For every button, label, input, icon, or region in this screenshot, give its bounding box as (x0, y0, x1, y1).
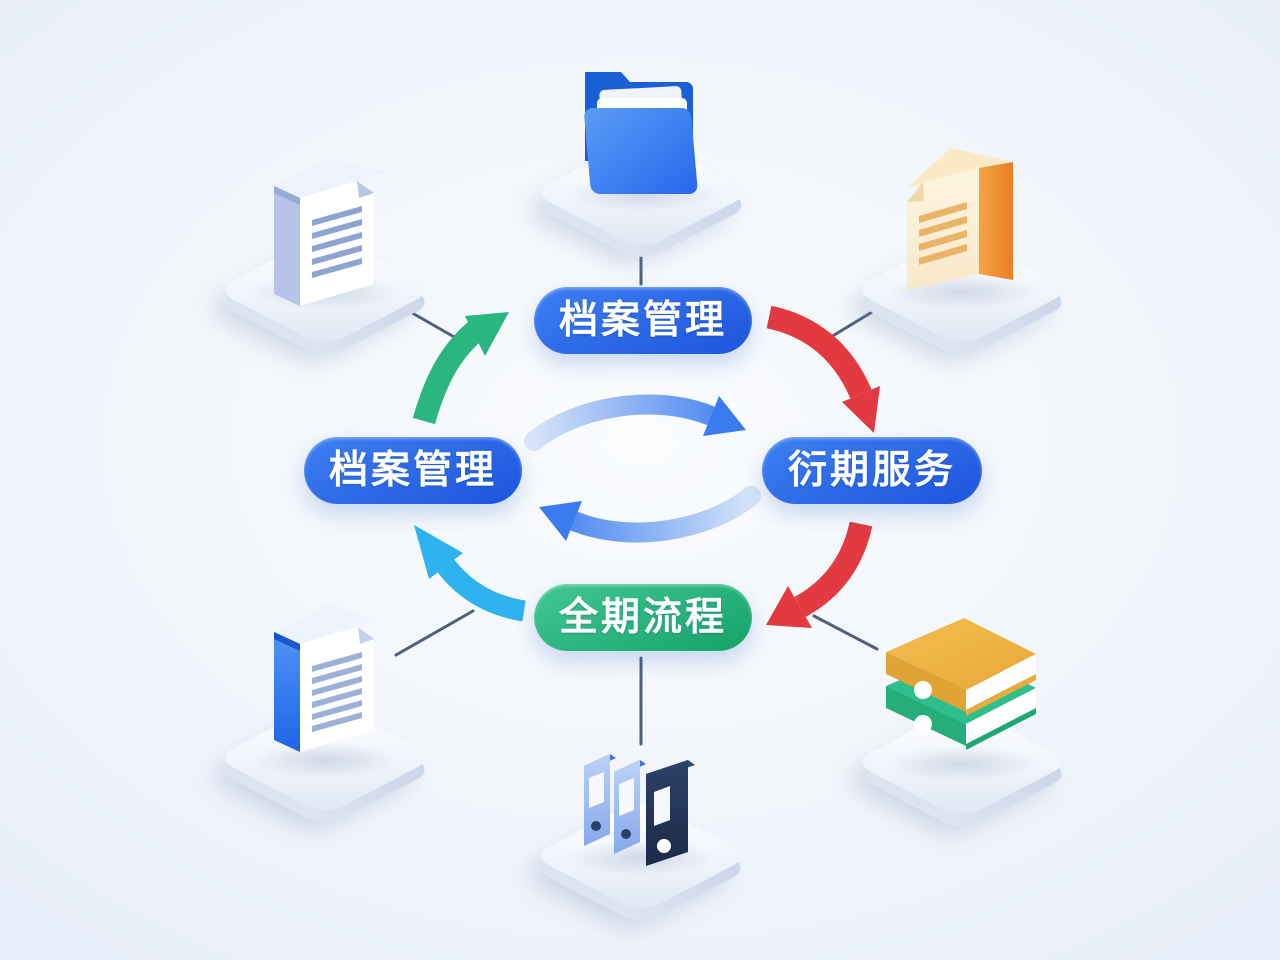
node-right-extension-service[interactable]: 衍期服务 (762, 437, 982, 504)
icon-shadow (887, 746, 1037, 782)
icon-shadow (250, 742, 400, 778)
white-document-stack-icon (274, 158, 386, 306)
stacked-yellow-green-binders-icon (886, 618, 1036, 750)
connector-bottom-right (812, 614, 879, 651)
connector-bottom-left (394, 609, 475, 657)
arrow-cycle-right-to-left (539, 486, 761, 543)
arrow-cycle-left-to-right (524, 394, 746, 451)
node-top-label: 档案管理 (558, 298, 727, 343)
three-archive-binders-icon (584, 754, 695, 866)
icon-shadow (566, 840, 716, 876)
node-bottom-full-period-process[interactable]: 全期流程 (534, 584, 752, 651)
orange-document-book-icon (907, 148, 1013, 290)
node-left-archive-management[interactable]: 档案管理 (304, 437, 522, 504)
arrow-top-to-right (766, 305, 880, 433)
arrow-bottom-to-left (414, 525, 526, 622)
node-top-archive-management[interactable]: 档案管理 (534, 287, 752, 354)
node-left-label: 档案管理 (328, 448, 497, 493)
arrow-right-to-bottom (766, 521, 873, 628)
arrow-left-to-top (412, 312, 509, 425)
node-bottom-label: 全期流程 (558, 595, 727, 640)
blue-document-book-icon (274, 604, 374, 752)
connector-top-right (824, 307, 879, 342)
node-right-label: 衍期服务 (787, 448, 956, 493)
blue-folder-with-documents-icon (584, 72, 698, 194)
